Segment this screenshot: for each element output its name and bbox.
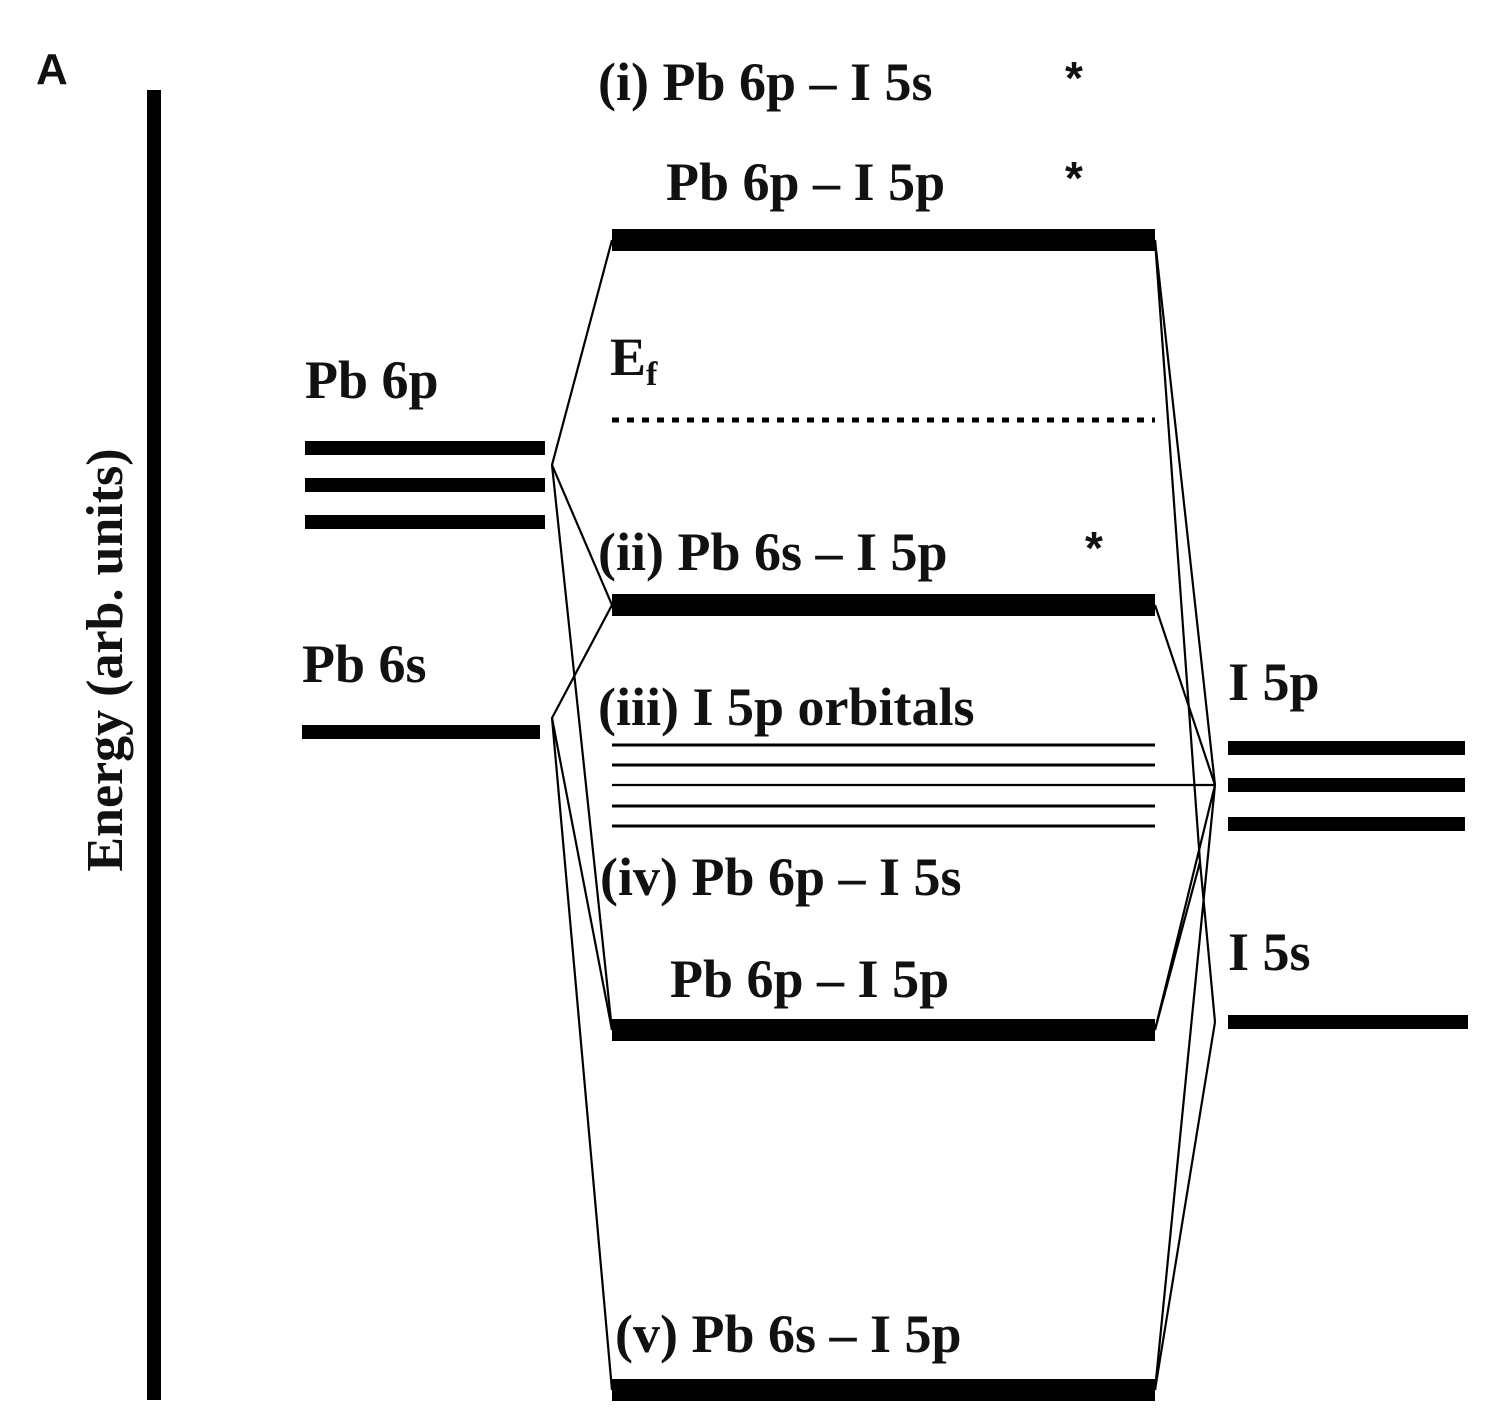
mo-iii-label: (iii) I 5p orbitals <box>598 677 975 737</box>
mo-ii-antibonding-mark: * <box>1085 522 1103 574</box>
correlation-lines <box>550 239 1217 1391</box>
mo-i-antibonding-mark: * <box>1065 52 1083 104</box>
mo-i-label-line2: Pb 6p – I 5p <box>666 152 945 212</box>
fermi-level-label: Ef <box>610 327 658 393</box>
i-5s-label: I 5s <box>1228 922 1311 982</box>
pb-6p-label: Pb 6p <box>305 350 439 410</box>
mo-iv-label-line2: Pb 6p – I 5p <box>670 949 949 1009</box>
mo-iii-levels <box>612 743 1155 828</box>
i-5p-levels <box>1228 741 1465 831</box>
mo-i-line2-antibonding-mark: * <box>1065 152 1083 204</box>
mo-v-label: (v) Pb 6s – I 5p <box>615 1304 962 1364</box>
i-5p-label: I 5p <box>1228 652 1320 712</box>
mo-ii-label: (ii) Pb 6s – I 5p <box>598 522 948 582</box>
panel-label: A <box>36 45 68 94</box>
pb-6s-label: Pb 6s <box>302 634 427 694</box>
pb-6p-levels <box>305 441 545 529</box>
energy-axis-label: Energy (arb. units) <box>77 448 134 871</box>
mo-iv-label: (iv) Pb 6p – I 5s <box>600 847 962 907</box>
mo-i-label: (i) Pb 6p – I 5s <box>598 52 933 112</box>
